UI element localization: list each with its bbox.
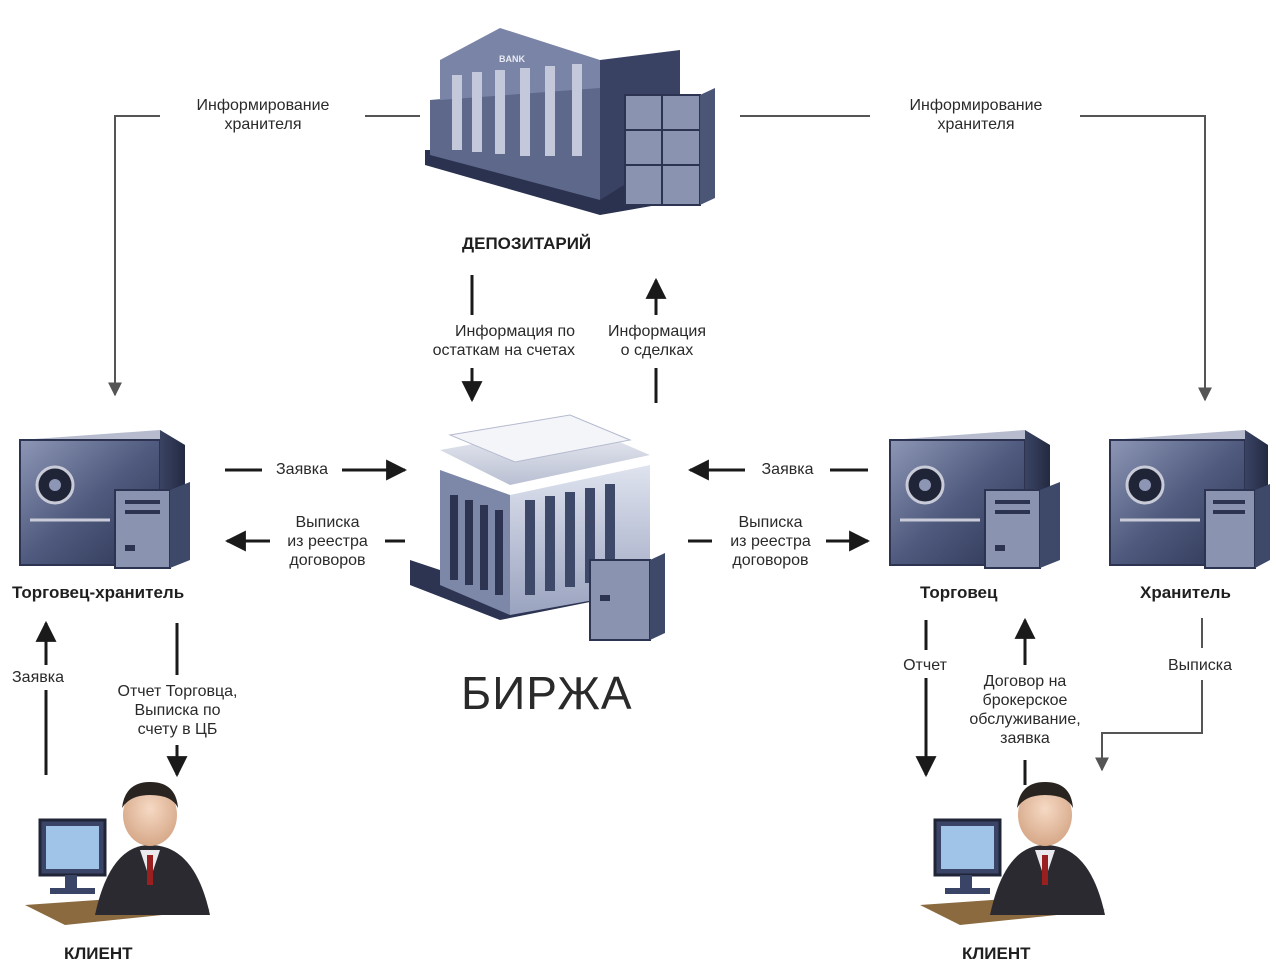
balances-label-line1: Информация по [455, 323, 575, 340]
inform-right-label: Информирование хранителя [878, 96, 1074, 134]
bank-sign: BANK [499, 54, 525, 64]
trader-report-left-label-line2: Выписка по [134, 702, 221, 719]
client-order-left-label: Заявка [12, 669, 64, 686]
extract-left-label: Выписка из реестра договоров [265, 513, 390, 570]
client-right-icon [920, 782, 1105, 925]
extract-right-label-line3: договоров [732, 552, 809, 569]
extract-right-label-line1: Выписка [738, 514, 803, 531]
custodian-safe-icon [1109, 430, 1270, 569]
depository-title: ДЕПОЗИТАРИЙ [462, 234, 592, 253]
exchange-title: БИРЖА [461, 667, 633, 719]
deals-label-line1: Информация [608, 323, 706, 340]
trader-custodian-safe-icon [19, 430, 190, 569]
inform-right-line [740, 115, 1205, 400]
inform-right-label-line1: Информирование [909, 97, 1043, 114]
contract-right-label-line3: обслуживание, [969, 711, 1081, 728]
inform-left-line [115, 115, 420, 395]
inform-left-label: Информирование хранителя [168, 96, 358, 134]
custodian-title: Хранитель [1140, 583, 1231, 602]
deals-label-line2: о сделках [620, 342, 694, 359]
balances-label: Информация по остаткам на счетах [365, 322, 575, 360]
report-right-label: Отчет [903, 657, 947, 674]
extract-left-label-line2: из реестра [287, 533, 368, 550]
client-right-title: КЛИЕНТ [962, 944, 1031, 963]
contract-right-label-line4: заявка [1000, 730, 1050, 747]
trader-safe-icon [889, 430, 1060, 569]
order-right-label: Заявка [761, 461, 814, 478]
exchange-building-icon [410, 414, 665, 641]
custodian-extract-label: Выписка [1167, 657, 1233, 674]
inform-right-label-line2: хранителя [937, 116, 1015, 133]
extract-left-label-line1: Выписка [295, 514, 360, 531]
custodian-extract-line [1102, 618, 1203, 770]
order-left-label: Заявка [276, 461, 328, 478]
client-left-title: КЛИЕНТ [64, 944, 133, 963]
contract-right-label: Договор на брокерское обслуживание, заяв… [945, 672, 1105, 748]
trader-report-left-label-line3: счету в ЦБ [137, 721, 218, 738]
trader-title: Торговец [920, 583, 998, 602]
inform-left-label-line2: хранителя [224, 116, 302, 133]
trader-report-left-label-line1: Отчет Торговца, [117, 683, 238, 700]
trader-custodian-title: Торговец-хранитель [12, 583, 185, 602]
client-left-icon [25, 782, 210, 925]
bank-building-icon [425, 28, 715, 215]
extract-right-label: Выписка из реестра договоров [708, 513, 833, 570]
contract-right-label-line1: Договор на [983, 673, 1067, 690]
trader-report-left-label: Отчет Торговца, Выписка по счету в ЦБ [90, 682, 265, 739]
balances-label-line2: остаткам на счетах [432, 342, 575, 359]
extract-left-label-line3: договоров [289, 552, 366, 569]
contract-right-label-line2: брокерское [982, 692, 1068, 709]
deals-label: Информация о сделках [585, 322, 729, 360]
inform-left-label-line1: Информирование [196, 97, 330, 114]
extract-right-label-line2: из реестра [730, 533, 811, 550]
